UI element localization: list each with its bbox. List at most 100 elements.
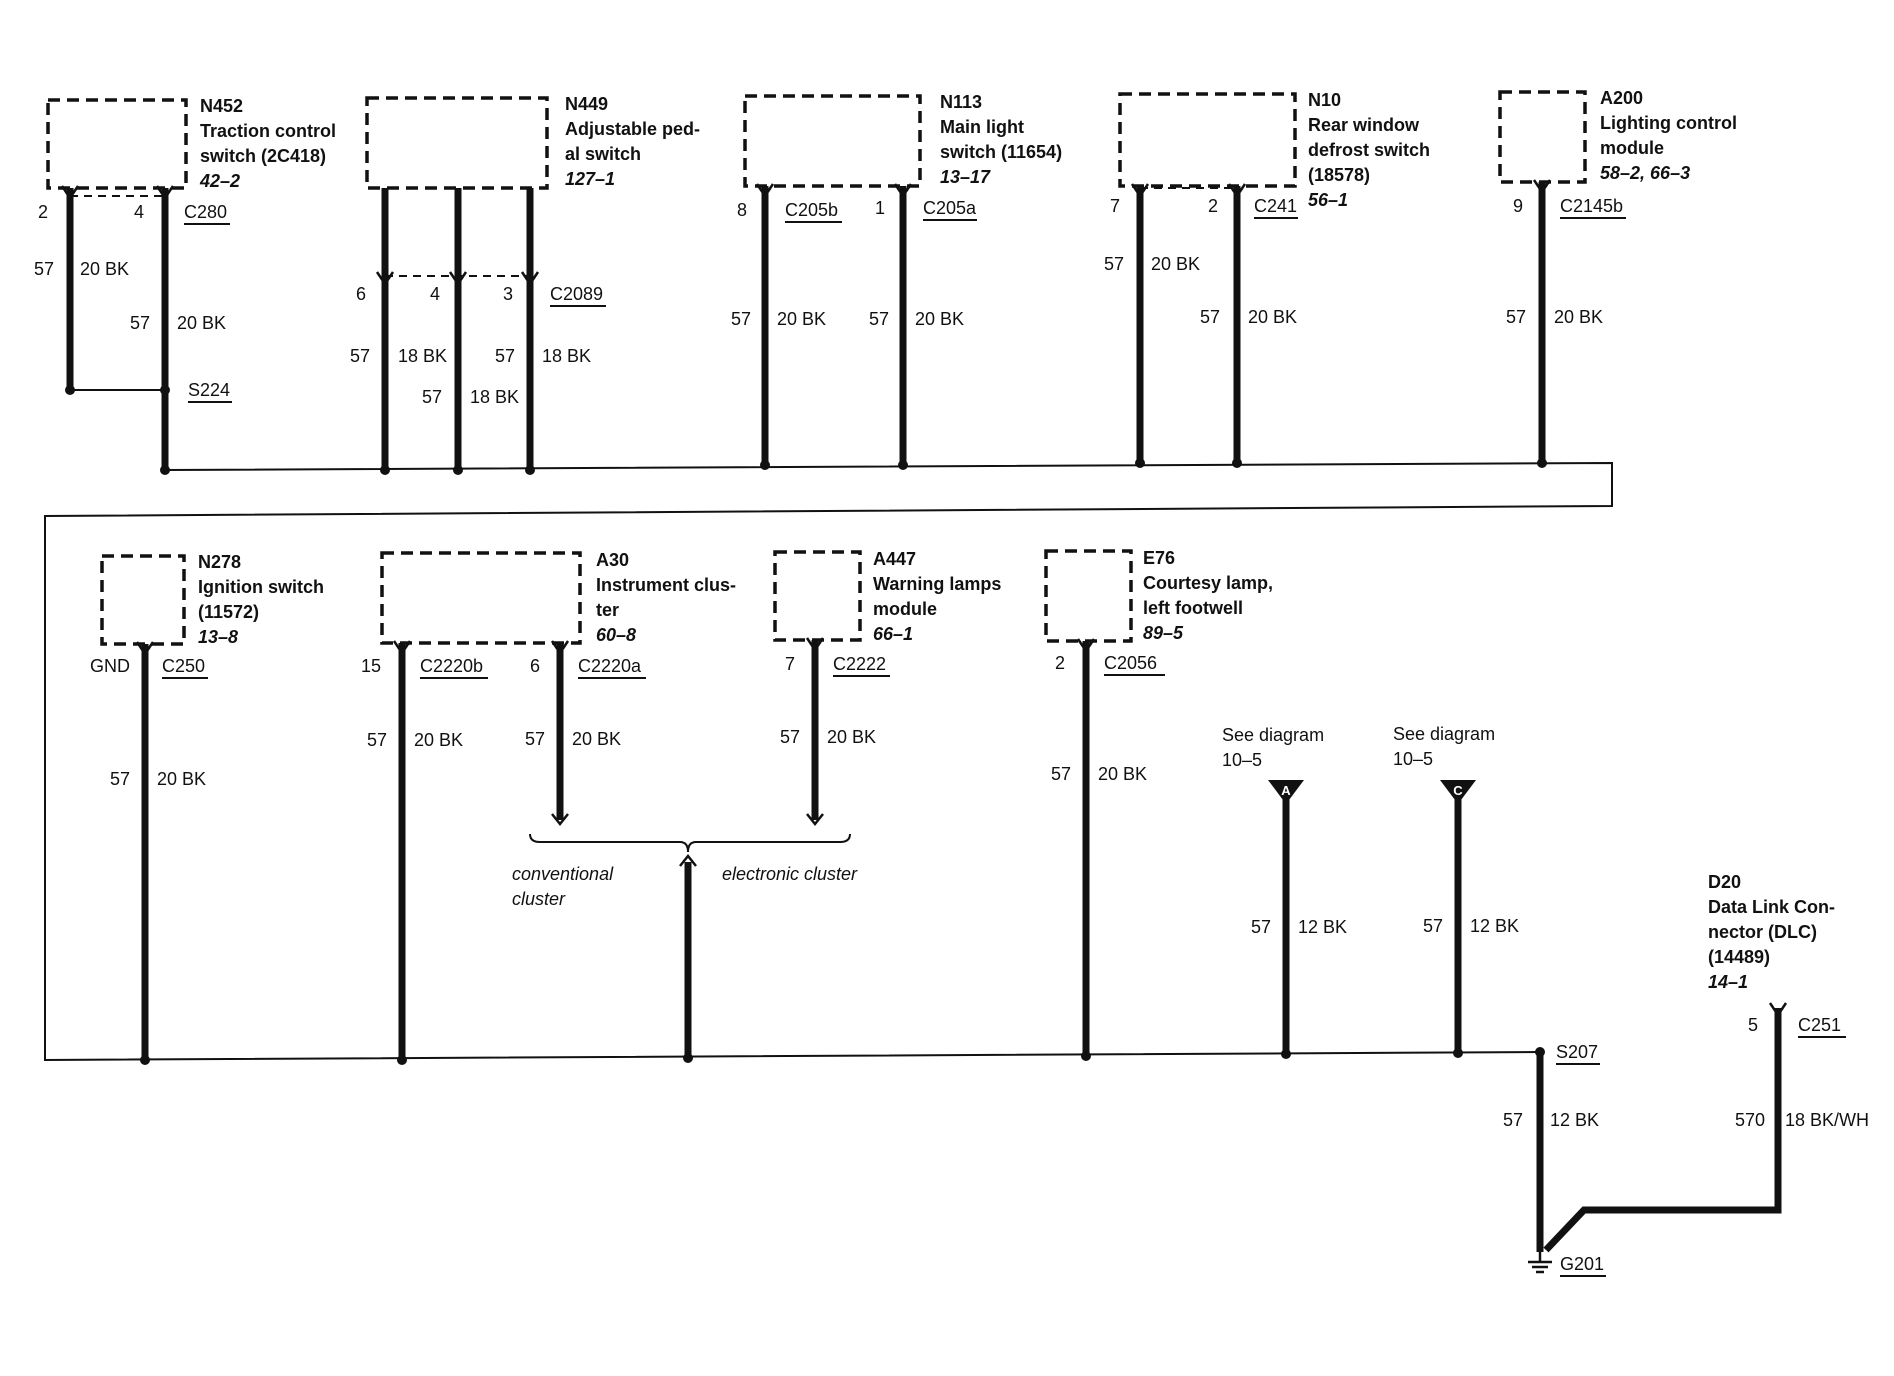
svg-text:57: 57	[1104, 254, 1124, 274]
ground-label-g201: G201	[1560, 1254, 1604, 1274]
svg-text:N449: N449	[565, 94, 608, 114]
svg-text:57: 57	[1503, 1110, 1523, 1130]
component-label-n449: N449 Adjustable ped- al switch 127–1	[565, 94, 700, 189]
svg-text:66–1: 66–1	[873, 624, 913, 644]
svg-text:1: 1	[875, 198, 885, 218]
component-label-a30: A30 Instrument clus- ter 60–8	[596, 550, 736, 645]
svg-text:C205b: C205b	[785, 200, 838, 220]
component-label-n452: N452 Traction control switch (2C418) 42–…	[199, 96, 336, 191]
wire-end-hooks	[551, 813, 824, 867]
component-box-a447	[773, 550, 862, 642]
svg-text:C205a: C205a	[923, 198, 977, 218]
svg-text:20 BK: 20 BK	[1151, 254, 1200, 274]
svg-text:5: 5	[1748, 1015, 1758, 1035]
svg-text:10–5: 10–5	[1222, 750, 1262, 770]
svg-text:20 BK: 20 BK	[1098, 764, 1147, 784]
svg-text:Traction control: Traction control	[200, 121, 336, 141]
wire-labels-row1: 57 20 BK 57 20 BK 57 18 BK 57 18 BK 57 1…	[34, 254, 1603, 407]
svg-text:A30: A30	[596, 550, 629, 570]
svg-text:Ignition switch: Ignition switch	[198, 577, 324, 597]
svg-text:20 BK: 20 BK	[177, 313, 226, 333]
svg-text:C2222: C2222	[833, 654, 886, 674]
svg-text:Courtesy lamp,: Courtesy lamp,	[1143, 573, 1273, 593]
svg-text:89–5: 89–5	[1143, 623, 1184, 643]
svg-text:C280: C280	[184, 202, 227, 222]
svg-text:13–17: 13–17	[940, 167, 991, 187]
svg-text:electronic cluster: electronic cluster	[722, 864, 858, 884]
svg-text:12 BK: 12 BK	[1470, 916, 1519, 936]
svg-text:60–8: 60–8	[596, 625, 636, 645]
see-diagram-ref-a: See diagram 10–5 A	[1222, 725, 1324, 804]
svg-text:(18578): (18578)	[1308, 165, 1370, 185]
connector-arrows-row1	[60, 179, 1552, 287]
svg-text:42–2: 42–2	[199, 171, 240, 191]
svg-text:module: module	[873, 599, 937, 619]
svg-text:Data Link Con-: Data Link Con-	[1708, 897, 1835, 917]
svg-text:20 BK: 20 BK	[915, 309, 964, 329]
svg-text:57: 57	[130, 313, 150, 333]
component-box-e76	[1044, 549, 1133, 643]
svg-text:127–1: 127–1	[565, 169, 615, 189]
svg-text:A447: A447	[873, 549, 916, 569]
pin-labels-row1: 2 4 6 4 3 8 1 7 2 9	[38, 196, 1523, 304]
bus-dots-row2	[140, 1047, 1545, 1065]
svg-text:57: 57	[34, 259, 54, 279]
svg-text:defrost switch: defrost switch	[1308, 140, 1430, 160]
component-box-n449	[365, 96, 549, 190]
svg-text:20 BK: 20 BK	[414, 730, 463, 750]
svg-text:20 BK: 20 BK	[1248, 307, 1297, 327]
svg-text:4: 4	[430, 284, 440, 304]
svg-text:4: 4	[134, 202, 144, 222]
bus-dots-row1	[160, 458, 1547, 475]
component-label-n113: N113 Main light switch (11654) 13–17	[940, 92, 1062, 187]
row2-wires	[141, 640, 1462, 1060]
svg-text:20 BK: 20 BK	[777, 309, 826, 329]
splice-label-s207: S207	[1556, 1042, 1598, 1062]
svg-text:18 BK: 18 BK	[398, 346, 447, 366]
svg-text:57: 57	[869, 309, 889, 329]
connector-labels-row2: C250 C2220b C2220a C2222 C2056 C251	[162, 653, 1846, 1038]
svg-text:(14489): (14489)	[1708, 947, 1770, 967]
svg-text:C2056: C2056	[1104, 653, 1157, 673]
svg-text:20 BK: 20 BK	[572, 729, 621, 749]
svg-text:module: module	[1600, 138, 1664, 158]
svg-text:C250: C250	[162, 656, 205, 676]
component-box-a200	[1498, 90, 1587, 184]
svg-text:10–5: 10–5	[1393, 749, 1433, 769]
svg-text:C241: C241	[1254, 196, 1297, 216]
component-box-a30	[380, 551, 582, 645]
svg-text:GND: GND	[90, 656, 130, 676]
svg-text:N452: N452	[200, 96, 243, 116]
svg-text:A200: A200	[1600, 88, 1643, 108]
svg-text:570: 570	[1735, 1110, 1765, 1130]
component-label-n10: N10 Rear window defrost switch (18578) 5…	[1308, 90, 1430, 210]
connector-labels-row1: C280 C2089 C205b C205a C241 C2145b	[184, 196, 1626, 307]
component-box-n278	[100, 554, 186, 646]
svg-text:18 BK: 18 BK	[542, 346, 591, 366]
svg-text:2: 2	[1055, 653, 1065, 673]
svg-text:N10: N10	[1308, 90, 1341, 110]
svg-text:E76: E76	[1143, 548, 1175, 568]
svg-text:12 BK: 12 BK	[1298, 917, 1347, 937]
svg-text:C2089: C2089	[550, 284, 603, 304]
svg-text:57: 57	[1051, 764, 1071, 784]
component-label-n278: N278 Ignition switch (11572) 13–8	[198, 552, 324, 647]
svg-text:C2220b: C2220b	[420, 656, 483, 676]
svg-text:6: 6	[530, 656, 540, 676]
splice-dot-s224-left	[65, 385, 75, 395]
svg-text:6: 6	[356, 284, 366, 304]
svg-text:C251: C251	[1798, 1015, 1841, 1035]
splice-label-s224: S224	[188, 380, 230, 400]
svg-text:58–2, 66–3: 58–2, 66–3	[1600, 163, 1690, 183]
svg-text:56–1: 56–1	[1308, 190, 1348, 210]
ground-bus-row1	[44, 461, 1613, 1062]
svg-text:18 BK/WH: 18 BK/WH	[1785, 1110, 1869, 1130]
svg-text:switch (11654): switch (11654)	[940, 142, 1062, 162]
svg-text:ter: ter	[596, 600, 619, 620]
svg-text:Rear window: Rear window	[1308, 115, 1420, 135]
svg-text:C2220a: C2220a	[578, 656, 642, 676]
svg-text:57: 57	[367, 730, 387, 750]
row1-wires	[66, 182, 1546, 470]
svg-text:57: 57	[525, 729, 545, 749]
